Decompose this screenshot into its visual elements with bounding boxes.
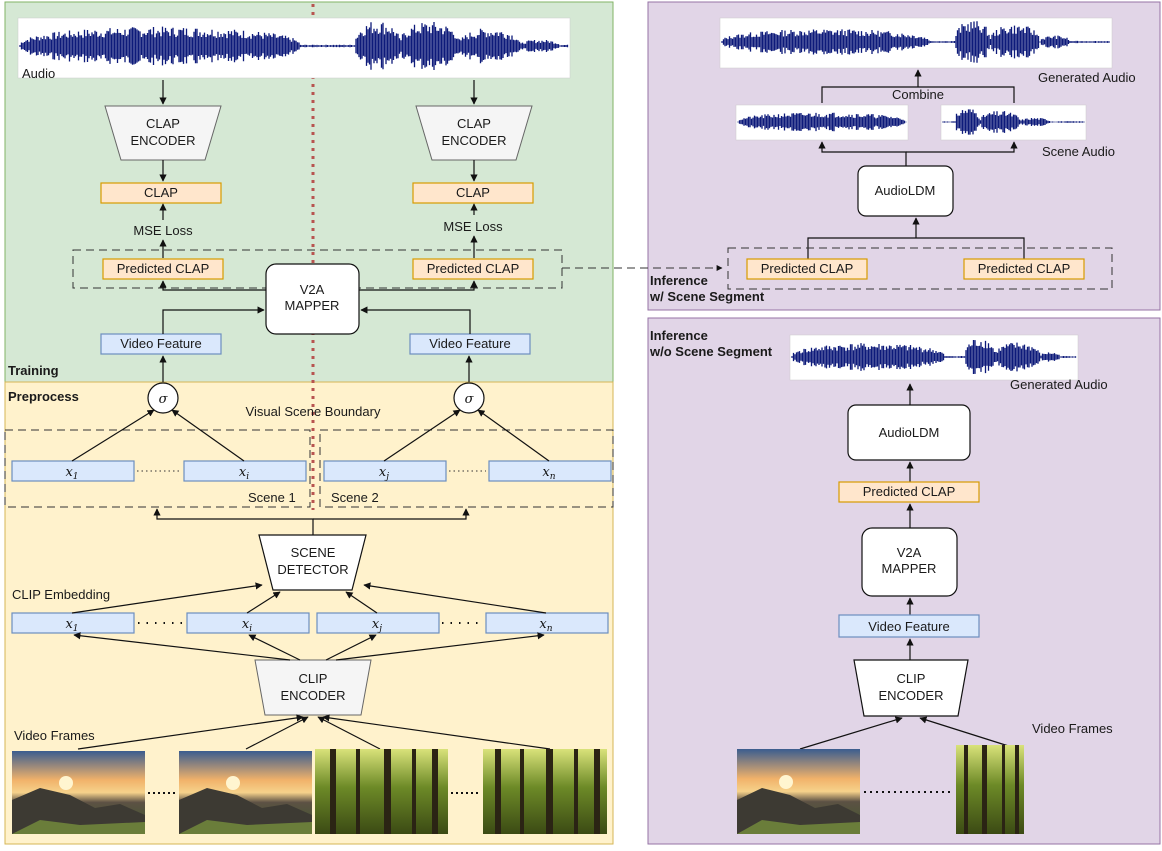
generated-audio-without-label: Generated Audio [1010,377,1108,392]
predicted-clap-inference-2-label: Predicted CLAP [978,261,1071,276]
scene1-xi-label: xi [239,465,249,482]
clap-right [412,182,534,204]
video-feature-right-label: Video Feature [429,336,510,351]
predicted-clap-left-label: Predicted CLAP [117,261,210,276]
clap-right-label: CLAP [456,185,490,200]
clip-xn-label: xn [539,617,552,634]
predicted-clap-inference-1 [746,258,868,280]
audioldm-with [857,165,954,217]
inference-without-title-line1: Inference [650,328,708,343]
scene-1-label: Scene 1 [248,490,296,505]
v2a-mapper-inference [861,527,958,597]
preprocess-title: Preprocess [8,389,79,404]
video-feature-left [100,333,222,355]
clip-xi-label: xi [242,617,252,634]
waveform-trace [942,109,1085,135]
clip-xj-label: xj [372,617,382,634]
inference-frame-forest [956,745,1024,834]
predicted-clap-without-label: Predicted CLAP [863,484,956,499]
generated-audio-waveform-without [791,340,1077,374]
training-title: Training [8,363,59,378]
inference-with-title-line1: Inference [650,273,708,288]
scene2-emb-xn [488,460,612,482]
scene2-xn-label: xn [542,465,555,482]
inference-with-title-line2: w/ Scene Segment [649,289,765,304]
inference-frame-coast [737,749,860,834]
clip-encoder-training [254,659,372,716]
scene-audio-2-waveform [942,109,1085,135]
visual-scene-boundary-label: Visual Scene Boundary [246,404,381,419]
clip-emb-xn [485,612,609,634]
inference-with-title: Inference w/ Scene Segment [649,273,765,304]
predicted-clap-left [102,258,224,280]
frame-forest-2 [483,749,607,834]
clap-left [100,182,222,204]
scene2-xj-label: xj [379,465,389,482]
clap-encoder-right [415,105,533,161]
audio-label: Audio [22,66,55,81]
generated-audio-waveform-with [721,21,1110,63]
predicted-clap-right [412,258,534,280]
sigma-right: σ [465,392,475,407]
clap-encoder-left [104,105,222,161]
mse-loss-right: MSE Loss [443,219,503,234]
clap-left-label: CLAP [144,185,178,200]
video-frames-label-inference: Video Frames [1032,721,1113,736]
scene1-x1-label: x1 [65,465,78,482]
video-frames-label-training: Video Frames [14,728,95,743]
clip-emb-xj [316,612,440,634]
frame-forest-1 [315,749,448,834]
inference-without-title: Inference w/o Scene Segment [649,328,773,359]
inference-without-title-line2: w/o Scene Segment [649,344,773,359]
waveform-trace [19,22,569,70]
clip-embedding-label: CLIP Embedding [12,587,110,602]
scene-audio-1-waveform [737,112,907,132]
waveform-trace [791,340,1077,374]
scene-detector [258,534,367,591]
video-feature-inference [838,614,980,638]
scene-2-label: Scene 2 [331,490,379,505]
generated-audio-with-label: Generated Audio [1038,70,1136,85]
sigma-left: σ [159,392,169,407]
scene-1-box [4,429,311,508]
audio-waveform [19,22,569,70]
v2a-mapper-training [265,263,360,335]
video-feature-inference-label: Video Feature [868,619,949,634]
sigma-node-left [147,382,179,414]
scene1-emb-xi [183,460,307,482]
audioldm-with-label: AudioLDM [875,183,936,198]
video-feature-left-label: Video Feature [120,336,201,351]
clip-x1-label: x1 [65,617,78,634]
scene-2-box [319,429,614,508]
audioldm-without-label: AudioLDM [879,425,940,440]
predicted-clap-inference-2 [963,258,1085,280]
predicted-clap-right-label: Predicted CLAP [427,261,520,276]
sigma-node-right [453,382,485,414]
mse-loss-left: MSE Loss [133,223,193,238]
predicted-clap-inference-group [727,247,1113,290]
predicted-clap-inference-1-label: Predicted CLAP [761,261,854,276]
scene-audio-label: Scene Audio [1042,144,1115,159]
frame-coast-2 [179,751,312,834]
predicted-clap-inference-connector [807,237,1025,260]
waveform-trace [737,112,907,132]
frame-coast-1 [12,751,145,834]
clip-encoder-inference [853,659,969,717]
waveform-trace [721,21,1110,63]
combine-label: Combine [892,87,944,102]
audioldm-without [847,404,971,461]
predicted-clap-without [838,481,980,503]
